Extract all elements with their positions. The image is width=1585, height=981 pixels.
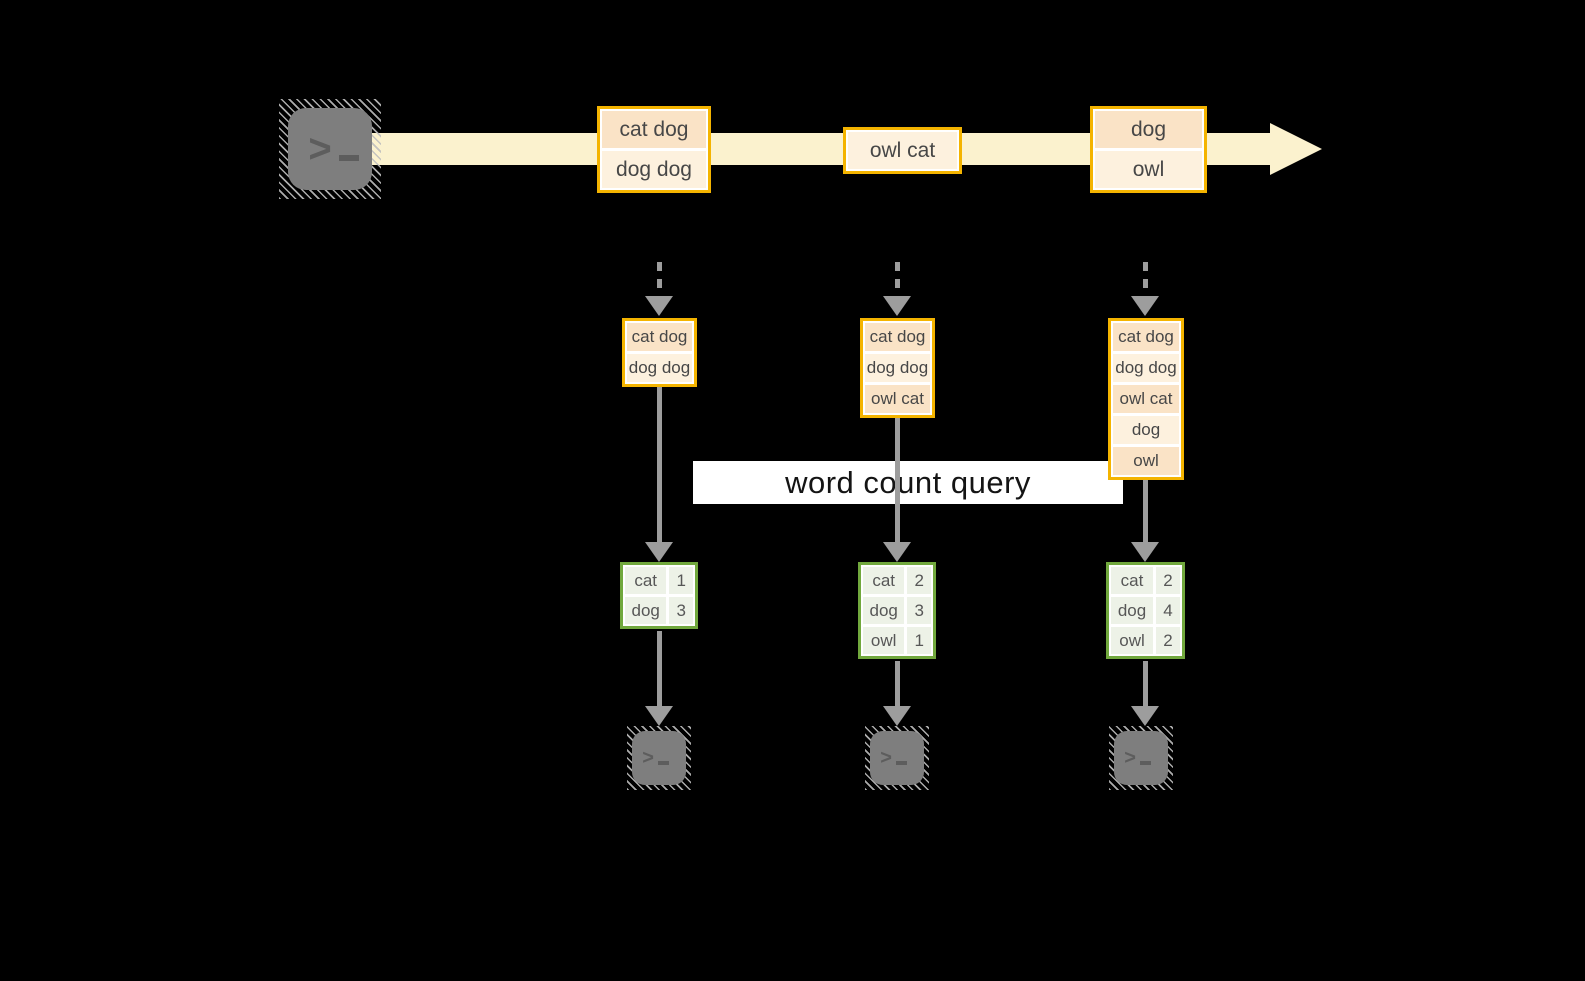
terminal-screen: >	[870, 731, 924, 785]
buffer-item: owl	[1113, 447, 1179, 475]
buffer-stack-1: cat dog dog dog	[622, 318, 697, 387]
terminal-prompt-glyph: >	[308, 126, 332, 171]
arrow-head	[883, 542, 911, 562]
count-value: 4	[1156, 597, 1180, 624]
arrow-head	[1131, 706, 1159, 726]
count-table-2: cat 2 dog 3 owl 1	[858, 562, 936, 659]
arrow-shaft	[894, 412, 900, 542]
arrow-head	[883, 706, 911, 726]
buffer-item: dog dog	[865, 354, 930, 382]
arrow-shaft	[656, 631, 662, 706]
count-value: 1	[907, 627, 931, 654]
buffer-item: cat dog	[865, 323, 930, 351]
arrow-head	[1131, 542, 1159, 562]
stream-event-box-2: owl cat	[843, 127, 962, 174]
terminal-screen: >	[1114, 731, 1168, 785]
arrow-shaft	[894, 661, 900, 706]
count-word: cat	[1111, 567, 1153, 594]
arrow-shaft	[656, 262, 662, 296]
buffer-item: dog dog	[627, 354, 692, 382]
count-value: 3	[907, 597, 931, 624]
terminal-cursor-dash	[338, 155, 359, 161]
count-word: cat	[625, 567, 667, 594]
count-table-3: cat 2 dog 4 owl 2	[1106, 562, 1185, 659]
count-word: dog	[863, 597, 905, 624]
stream-event-box-1: cat dog dog dog	[597, 106, 711, 193]
terminal-cursor-dash	[657, 761, 669, 765]
query-arrow-2	[883, 412, 911, 562]
buffer-item: dog	[1113, 416, 1179, 444]
arrow-shaft	[1142, 480, 1148, 542]
event-line: dog dog	[602, 151, 706, 188]
arrow-head	[645, 542, 673, 562]
terminal-screen: >	[632, 731, 686, 785]
buffer-item: cat dog	[627, 323, 692, 351]
buffer-stack-2: cat dog dog dog owl cat	[860, 318, 935, 418]
count-value: 2	[1156, 567, 1180, 594]
buffer-stack-3: cat dog dog dog owl cat dog owl	[1108, 318, 1184, 480]
count-value: 2	[907, 567, 931, 594]
producer-terminal-icon: >	[279, 99, 381, 199]
count-word: owl	[863, 627, 905, 654]
terminal-cursor-dash	[895, 761, 907, 765]
count-word: owl	[1111, 627, 1153, 654]
buffer-item: owl cat	[1113, 385, 1179, 413]
ingest-dashed-arrow-3	[1131, 262, 1159, 316]
arrow-shaft	[1142, 661, 1148, 706]
event-line: owl cat	[848, 132, 957, 169]
arrow-shaft	[1142, 262, 1148, 296]
event-line: dog	[1095, 111, 1202, 148]
arrow-head	[1131, 296, 1159, 316]
count-word: dog	[1111, 597, 1153, 624]
terminal-cursor-dash	[1139, 761, 1151, 765]
event-line: cat dog	[602, 111, 706, 148]
terminal-prompt-glyph: >	[642, 746, 654, 769]
consumer-terminal-icon-2: >	[865, 726, 929, 790]
output-arrow-3	[1131, 661, 1159, 726]
consumer-terminal-icon-1: >	[627, 726, 691, 790]
output-arrow-2	[883, 661, 911, 726]
query-arrow-3	[1131, 480, 1159, 562]
arrow-head	[883, 296, 911, 316]
count-table-1: cat 1 dog 3	[620, 562, 698, 629]
arrow-shaft	[894, 262, 900, 296]
arrow-shaft	[656, 384, 662, 542]
ingest-dashed-arrow-2	[883, 262, 911, 316]
stream-arrowhead	[1270, 123, 1322, 175]
event-line: owl	[1095, 151, 1202, 188]
terminal-prompt-glyph: >	[1124, 746, 1136, 769]
count-value: 1	[669, 567, 693, 594]
query-label: word count query	[785, 464, 1031, 500]
buffer-item: cat dog	[1113, 323, 1179, 351]
count-value: 3	[669, 597, 693, 624]
ingest-dashed-arrow-1	[645, 262, 673, 316]
terminal-prompt-glyph: >	[880, 746, 892, 769]
arrow-head	[645, 706, 673, 726]
consumer-terminal-icon-3: >	[1109, 726, 1173, 790]
buffer-item: dog dog	[1113, 354, 1179, 382]
stream-event-box-3: dog owl	[1090, 106, 1207, 193]
arrow-head	[645, 296, 673, 316]
buffer-item: owl cat	[865, 385, 930, 413]
terminal-screen: >	[288, 108, 372, 190]
count-word: cat	[863, 567, 905, 594]
query-label-band: word count query	[693, 461, 1123, 504]
count-value: 2	[1156, 627, 1180, 654]
output-arrow-1	[645, 631, 673, 726]
query-arrow-1	[645, 384, 673, 562]
count-word: dog	[625, 597, 667, 624]
